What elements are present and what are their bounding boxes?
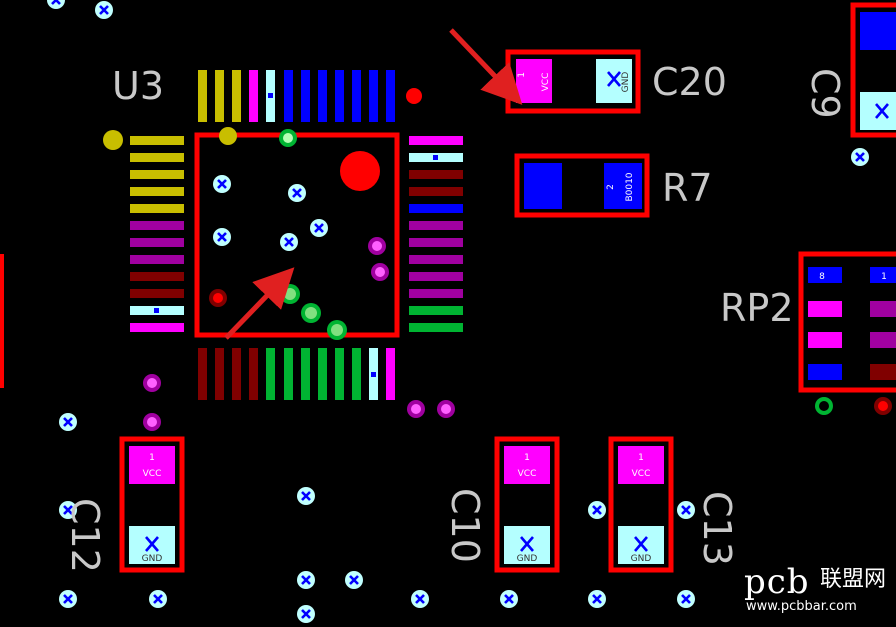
designator-c13: C13 [695,491,739,566]
c20-gnd-label: GND [621,72,631,93]
c20-pin1-label: 1 [517,72,527,78]
watermark-cn: 联盟网 [820,567,887,592]
component-c9[interactable] [850,2,896,138]
designator-r7: R7 [662,166,713,210]
designator-u3: U3 [112,64,164,108]
component-r7[interactable] [514,153,650,218]
designator-c10: C10 [443,488,487,563]
watermark-brand: pcb [744,562,810,602]
component-rp2[interactable] [798,251,896,393]
watermark-url: www.pcbbar.com [746,599,857,614]
c12-pin1-label: 1 [149,453,155,463]
designator-c20: C20 [652,60,727,104]
board-vias [45,0,892,625]
c20-vcc-label: VCC [541,73,551,92]
designator-c12: C12 [63,498,107,573]
component-offscreen-left [0,254,4,388]
component-c12[interactable] [119,436,185,573]
rp2-pin8-label: 8 [819,272,825,282]
c10-vcc-label: VCC [518,469,537,479]
c10-pin1-label: 1 [524,453,530,463]
rp2-pin1-label: 1 [881,272,887,282]
c12-gnd-label: GND [142,554,163,564]
watermark: pcb 联盟网 www.pcbbar.com [742,562,892,622]
arrow-icon [224,267,295,340]
c13-pin1-label: 1 [638,453,644,463]
c13-vcc-label: VCC [632,469,651,479]
arrow-icon [449,28,523,105]
designator-rp2: RP2 [720,286,794,330]
c12-vcc-label: VCC [143,469,162,479]
designator-c9: C9 [803,68,847,119]
r7-net-label: B0010 [625,172,635,201]
component-u3[interactable] [130,70,463,400]
r7-pin2-label: 2 [606,184,616,190]
component-c10[interactable] [494,436,560,573]
component-c13[interactable] [608,436,674,573]
c13-gnd-label: GND [631,554,652,564]
component-c20[interactable] [505,49,641,114]
c10-gnd-label: GND [517,554,538,564]
